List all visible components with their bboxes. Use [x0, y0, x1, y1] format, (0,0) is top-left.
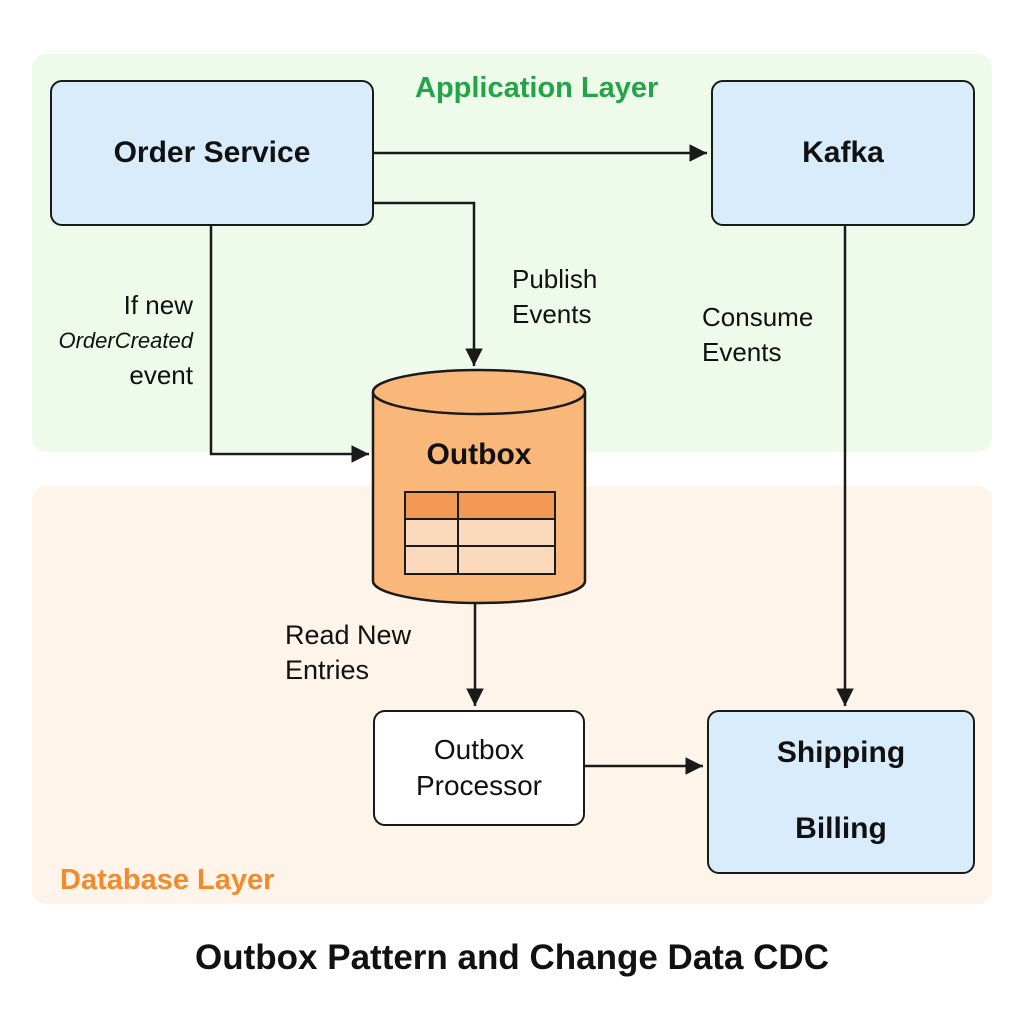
consume-label-line2: Events	[702, 337, 782, 367]
outbox-label: Outbox	[426, 438, 532, 471]
read-label-line1: Read New	[285, 620, 412, 650]
kafka-box: Kafka	[711, 80, 975, 226]
consume-events-label: Consume Events	[702, 300, 813, 370]
outbox-processor-label-line2: Processor	[415, 770, 543, 801]
database-layer-title: Database Layer	[60, 864, 275, 896]
if-new-label-line1: If new	[123, 290, 193, 320]
order-service-label: Order Service	[113, 136, 311, 169]
outbox-database-icon	[371, 368, 587, 605]
outbox-processor-label-line1: Outbox	[433, 734, 525, 765]
arrow-if-new-event	[209, 226, 369, 463]
diagram-title: Outbox Pattern and Change Data CDC	[195, 938, 829, 977]
read-new-entries-label: Read New Entries	[285, 618, 411, 688]
outbox-table-icon	[404, 491, 556, 575]
if-new-event-label: If new OrderCreated event	[40, 288, 193, 393]
outbox-processor-box: Outbox Processor	[373, 710, 585, 826]
publish-label-line2: Events	[512, 299, 592, 329]
shipping-billing-box: Shipping Billing	[707, 710, 975, 874]
billing-label: Billing	[795, 812, 887, 845]
kafka-label: Kafka	[802, 136, 884, 169]
order-service-box: Order Service	[50, 80, 374, 226]
shipping-label: Shipping	[776, 736, 906, 769]
consume-label-line1: Consume	[702, 302, 814, 332]
application-layer-title: Application Layer	[415, 72, 659, 104]
publish-events-label: Publish Events	[512, 262, 597, 332]
if-new-label-line3: event	[129, 360, 193, 390]
read-label-line2: Entries	[285, 655, 370, 685]
publish-label-line1: Publish	[512, 264, 598, 294]
if-new-label-line2: OrderCreated	[58, 328, 193, 353]
arrow-publish-events	[374, 201, 483, 366]
